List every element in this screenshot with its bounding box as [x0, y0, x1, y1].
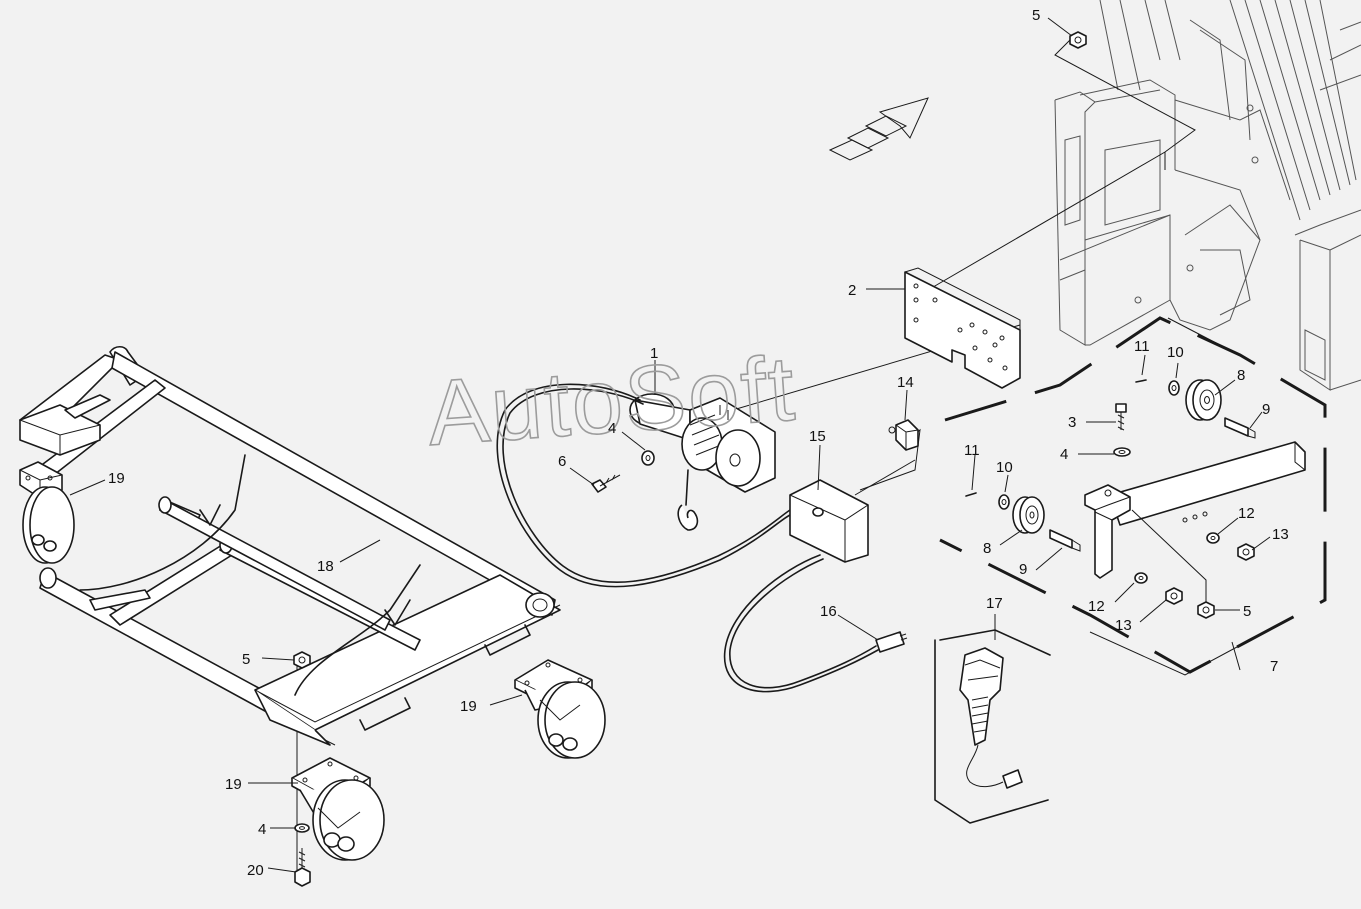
callout-9-upper: 9: [1262, 401, 1270, 418]
callout-8-upper: 8: [1237, 367, 1245, 384]
winch-fasteners: [591, 450, 655, 493]
callout-1: 1: [650, 345, 658, 362]
callout-labels: 5 2 1 4 6 3 4 7 8 8 9 9 10 10 11 11 12 1…: [108, 7, 1289, 879]
plug-connector: [875, 631, 908, 653]
callout-19-front: 19: [460, 698, 477, 715]
trolley-fasteners: [293, 651, 311, 887]
bracket-assembly-enclosure: [939, 316, 1327, 676]
callout-19-back: 19: [108, 470, 125, 487]
callout-19-bottom: 19: [225, 776, 242, 793]
winch: [629, 393, 776, 531]
callout-5-bracket: 5: [1243, 603, 1251, 620]
cables: [496, 383, 921, 693]
callout-10-upper: 10: [1167, 344, 1184, 361]
callout-14: 14: [897, 374, 914, 391]
callout-leaders: [69, 17, 1271, 873]
callout-15: 15: [809, 428, 826, 445]
callout-7: 7: [1270, 658, 1278, 675]
machine-frame: [1054, 0, 1361, 391]
callout-13-lower: 13: [1115, 617, 1132, 634]
callout-4-bracket: 4: [1060, 446, 1068, 463]
caster-bottom: [291, 757, 385, 861]
callout-16: 16: [820, 603, 837, 620]
remote-control-inset: [934, 629, 1051, 824]
mounting-plate: [904, 267, 1021, 389]
callout-12-lower: 12: [1088, 598, 1105, 615]
caster-left-back: [19, 461, 75, 564]
callout-17: 17: [986, 595, 1003, 612]
callout-11-upper: 11: [1134, 338, 1150, 355]
callout-2: 2: [848, 282, 856, 299]
control-box: [789, 479, 869, 563]
callout-10-lower: 10: [996, 459, 1013, 476]
callout-5-top: 5: [1032, 7, 1040, 24]
direction-arrow: [828, 97, 929, 161]
callout-11-lower: 11: [964, 442, 980, 459]
limit-switch: [888, 419, 919, 451]
caster-right-front: [514, 659, 606, 759]
trolley-frame: [19, 345, 561, 746]
callout-12-upper: 12: [1238, 505, 1255, 522]
bracket-parts: [965, 31, 1306, 619]
callout-4-trolley: 4: [258, 821, 266, 838]
callout-5-trolley: 5: [242, 651, 250, 668]
callout-3: 3: [1068, 414, 1076, 431]
callout-18: 18: [317, 558, 334, 575]
callout-9-lower: 9: [1019, 561, 1027, 578]
callout-8-lower: 8: [983, 540, 991, 557]
callout-13-upper: 13: [1272, 526, 1289, 543]
callout-20: 20: [247, 862, 264, 879]
callout-6: 6: [558, 453, 566, 470]
callout-4-winch: 4: [608, 420, 616, 437]
